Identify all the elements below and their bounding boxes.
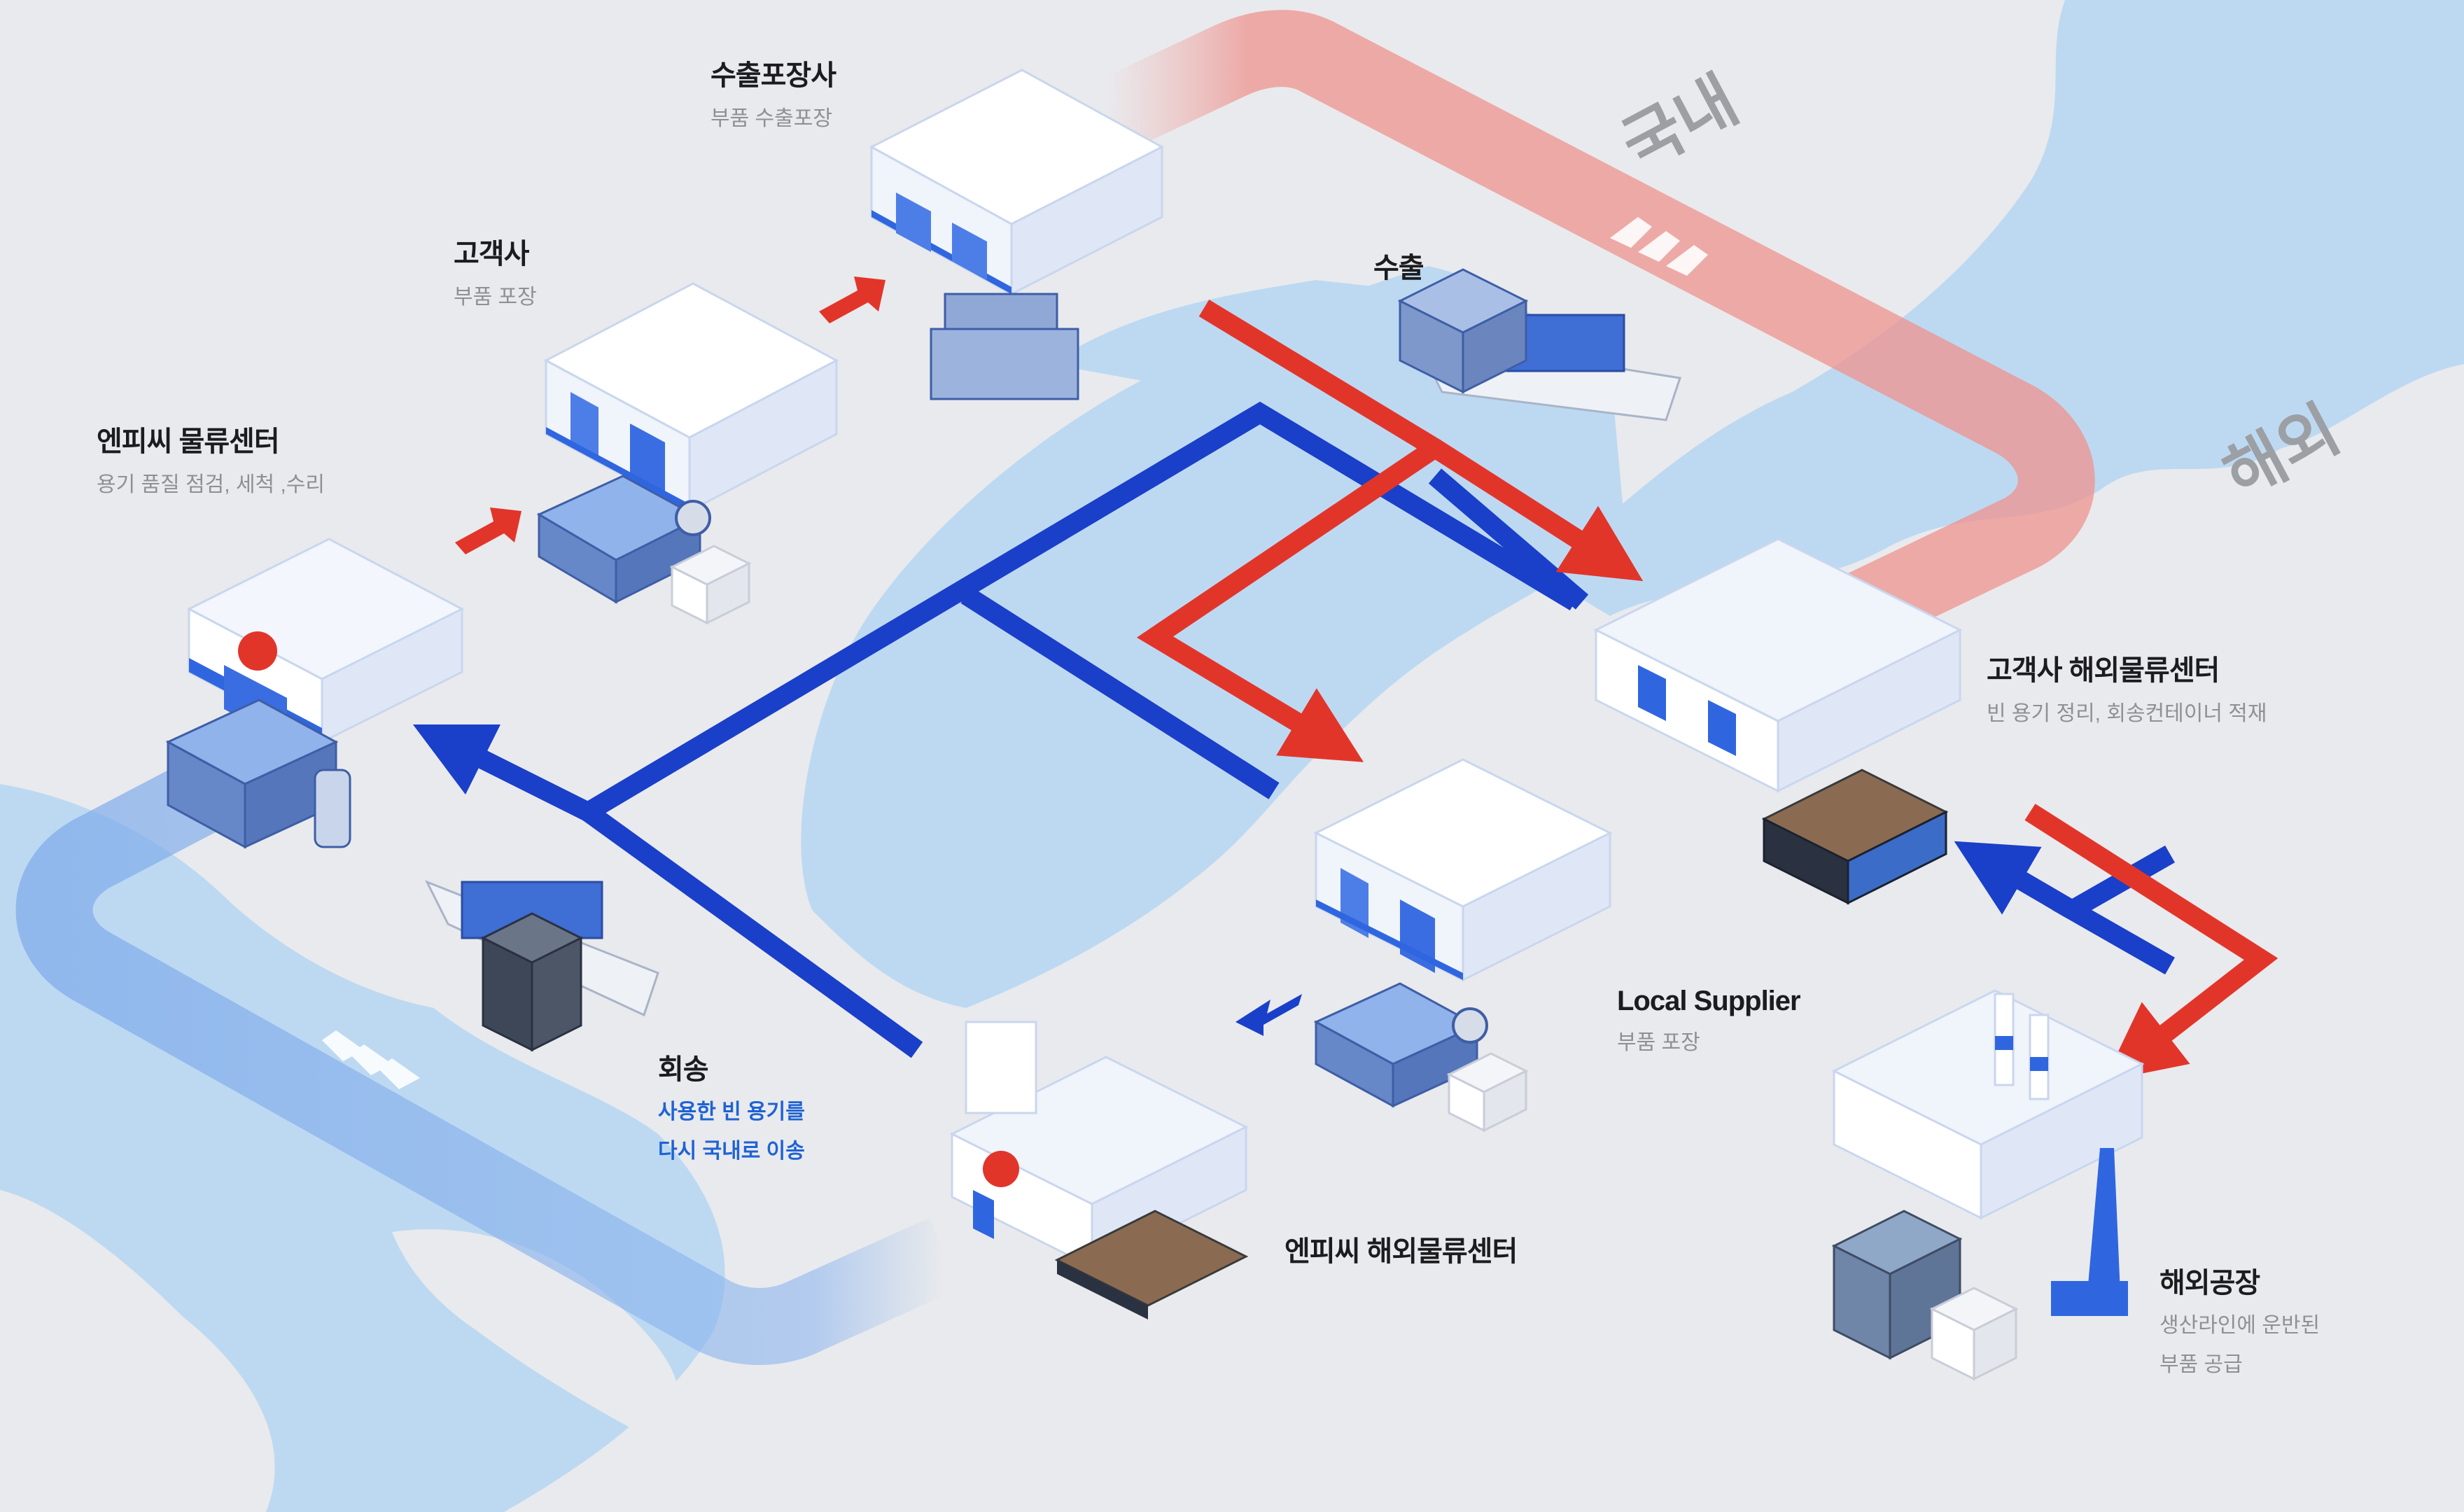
npc-center-title: 엔피씨 물류센터: [97, 426, 280, 457]
npc-overseas-center-title: 엔피씨 해외물류센터: [1284, 1236, 1518, 1267]
customer-overseas-center-title: 고객사 해외물류센터: [1987, 655, 2220, 686]
return-routes: [412, 401, 2175, 1058]
local-supplier-desc: 부품 포장: [1617, 1031, 1700, 1054]
customer-overseas-center-label: 고객사 해외물류센터 빈 용기 정리, 회송컨테이너 적재: [1987, 648, 2267, 734]
npc-overseas-center-building: [949, 1021, 1249, 1320]
npc-overseas-center-label: 엔피씨 해외물류센터: [1284, 1228, 1518, 1269]
customer-label: 고객사 부품 포장: [454, 231, 537, 318]
local-supplier-building: [1313, 758, 1613, 1133]
return-route-band: [15, 743, 961, 1365]
customer-desc: 부품 포장: [454, 286, 537, 309]
overseas-factory-label: 해외공장 생산라인에 운반된 부품 공급: [2160, 1260, 2320, 1385]
return-route-branch-a: [960, 587, 1280, 799]
return-route-main: [570, 401, 1581, 1058]
export-packer-building: [869, 69, 1165, 400]
overseas-factory-desc-line2: 부품 공급: [2160, 1353, 2243, 1376]
export-packer-desc: 부품 수출포장: [710, 107, 832, 130]
domestic-route-band: [1089, 10, 2095, 651]
export-title: 수출: [1373, 253, 1424, 284]
arrow-to-local-supplier: [1236, 994, 1302, 1036]
overseas-factory-building: [1831, 989, 2145, 1381]
local-supplier-title: Local Supplier: [1617, 986, 1801, 1016]
step-arrows: [455, 276, 1302, 1036]
arrow-to-customer: [455, 507, 522, 554]
return-desc-line1: 사용한 빈 용기를: [658, 1100, 805, 1124]
return-band-chevrons: [322, 1030, 420, 1089]
arrow-to-export-packer: [819, 276, 886, 323]
sea-left-land: [0, 1190, 275, 1512]
return-route-to-npc: [412, 724, 593, 821]
export-label: 수출: [1373, 245, 1424, 286]
return-label: 회송 사용한 빈 용기를 다시 국내로 이송: [658, 1046, 805, 1171]
npc-center-building: [165, 538, 465, 849]
return-ship: [424, 880, 659, 1052]
overseas-factory-desc-line1: 생산라인에 운반된: [2160, 1314, 2320, 1337]
npc-center-desc: 용기 품질 점검, 세척 ,수리: [97, 473, 326, 496]
export-packer-title: 수출포장사: [710, 60, 836, 91]
customer-title: 고객사: [454, 239, 529, 270]
inlet-bottom: [392, 1229, 679, 1442]
local-supplier-label: Local Supplier 부품 포장: [1617, 986, 1801, 1063]
export-routes: [1136, 300, 2278, 1082]
return-route-factory-arrow: [1954, 841, 2078, 919]
export-ship: [1397, 268, 1681, 421]
export-route-factory: [2024, 804, 2278, 1082]
export-packer-label: 수출포장사 부품 수출포장: [710, 52, 836, 139]
return-title: 회송: [658, 1054, 709, 1085]
customer-building: [536, 282, 839, 625]
export-route-branch: [1136, 440, 1441, 762]
sea-top-right: [1540, 0, 2464, 616]
return-desc-line2: 다시 국내로 이송: [658, 1140, 805, 1163]
npc-center-label: 엔피씨 물류센터 용기 품질 점검, 세척 ,수리: [97, 419, 325, 505]
domestic-band-chevrons: [1610, 217, 1708, 276]
customer-overseas-center-desc: 빈 용기 정리, 회송컨테이너 적재: [1987, 702, 2267, 725]
customer-overseas-center-building: [1593, 538, 1963, 905]
export-route-main: [1198, 300, 1644, 582]
overseas-factory-title: 해외공장: [2160, 1268, 2260, 1298]
